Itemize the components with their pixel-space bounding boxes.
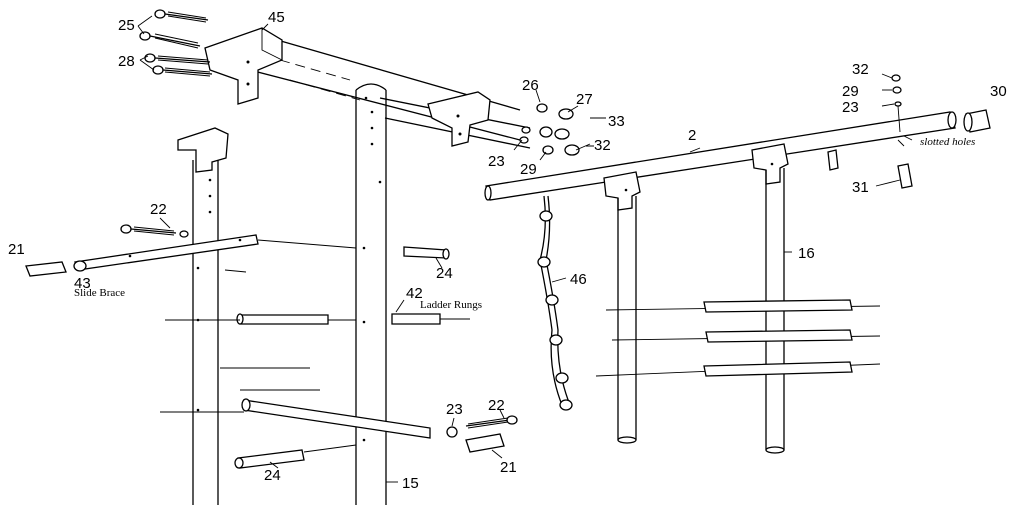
callout-24-lower: 24 [264,467,281,484]
callout-45: 45 [268,9,285,26]
label-slide-brace: Slide Brace [74,287,125,299]
callout-31: 31 [852,179,869,196]
callout-42: 42 [406,285,423,302]
slide-brace-43 [25,224,357,277]
callout-16: 16 [798,245,815,262]
callout-33: 33 [608,113,625,130]
callout-29-right: 29 [842,83,859,100]
end-cap-21-left [25,261,67,277]
callout-23-lower: 23 [446,401,463,418]
callout-24-upper: 24 [436,265,453,282]
label-slotted-holes: slotted holes [920,136,975,148]
hardware-cluster [519,103,606,156]
callout-15: 15 [402,475,419,492]
ladder-post-left [177,127,229,505]
swing-hanger-31 [897,163,913,189]
lower-hardware [446,415,518,453]
ladder-post-right-15 [355,83,387,505]
callout-2: 2 [688,127,696,144]
callout-numbers: 2 15 16 21 21 22 22 23 23 23 24 24 25 26… [8,9,1007,492]
bolts-25-28 [139,9,213,77]
callout-27: 27 [576,91,593,108]
swing-beam-2 [484,74,991,211]
pin-24-lower [234,444,357,469]
swing-leg-left [617,196,637,444]
callout-23-center: 23 [488,153,505,170]
callout-32-center: 32 [594,137,611,154]
bracket-45 [204,27,283,105]
knotted-rope-46 [537,195,573,411]
callout-29-center: 29 [520,161,537,178]
callout-46: 46 [570,271,587,288]
leader-lines [137,15,913,483]
callout-30: 30 [990,83,1007,100]
callout-32-right: 32 [852,61,869,78]
bracket-center [427,91,491,147]
callout-21-left: 21 [8,241,25,258]
ladder-rungs-42 [160,313,470,439]
label-ladder-rungs: Ladder Rungs [420,299,482,311]
pin-24-upper [403,246,450,260]
callout-43: 43 [74,275,91,292]
callout-25: 25 [118,17,135,34]
callout-22-upper: 22 [150,201,167,218]
swing-leg-braces [595,299,881,377]
callout-28: 28 [118,53,135,70]
callout-26: 26 [522,77,539,94]
callout-22-lower: 22 [488,397,505,414]
callout-21-right: 21 [500,459,517,476]
end-cap-21-right [465,433,505,453]
callout-23-right: 23 [842,99,859,116]
